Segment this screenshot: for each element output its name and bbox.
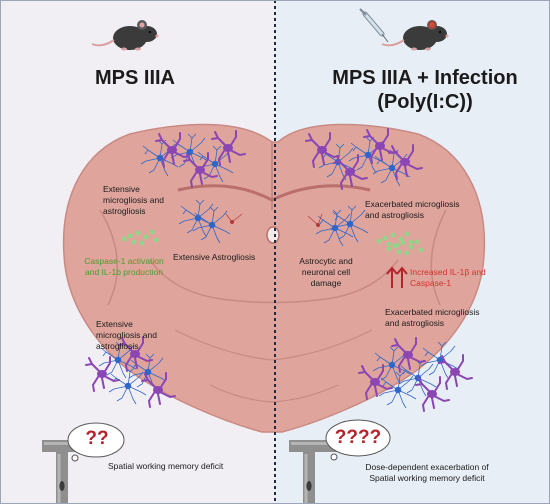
- right-bubble-text: ????: [326, 427, 390, 449]
- right-footer: Dose-dependent exacerbation of Spatial w…: [352, 462, 502, 484]
- left-label-bottom: Extensive microgliosis and astrogliosis: [96, 319, 176, 352]
- mouse-icon-left: [92, 20, 159, 51]
- left-label-green: Caspase-1 activation and IL-1b productio…: [84, 256, 164, 278]
- right-label-red: Increased IL-1β and Caspase-1: [410, 267, 502, 289]
- left-bubble-text: ??: [75, 428, 119, 450]
- right-label-bottom: Exacerbated microgliosis and astrogliosi…: [385, 307, 495, 329]
- right-title-line2: (Poly(I:C)): [325, 91, 525, 114]
- syringe-icon: [360, 9, 388, 42]
- left-title: MPS IIIA: [75, 67, 195, 90]
- panel-divider: [274, 0, 276, 504]
- right-title-line1: MPS IIIA + Infection: [325, 67, 525, 90]
- mouse-icon-right: [382, 20, 449, 51]
- left-footer: Spatial working memory deficit: [108, 461, 268, 472]
- right-label-center: Astrocytic and neuronal cell damage: [286, 256, 366, 289]
- left-label-top: Extensive microgliosis and astrogliosis: [103, 184, 183, 217]
- right-label-top: Exacerbated microgliosis and astrogliosi…: [365, 199, 465, 221]
- left-label-center: Extensive Astrogliosis: [173, 252, 273, 263]
